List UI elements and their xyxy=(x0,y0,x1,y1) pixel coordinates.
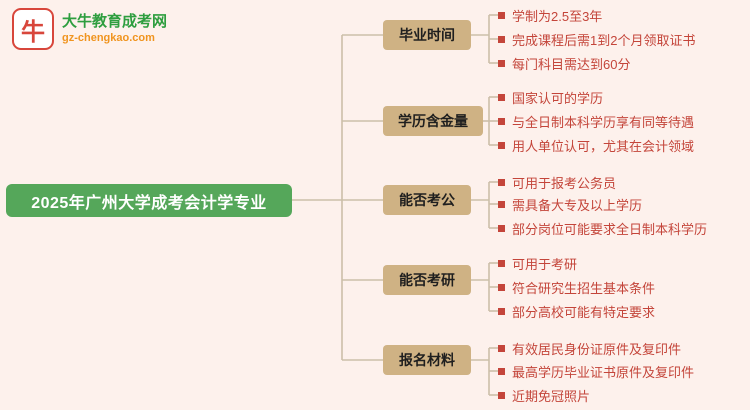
leaf-text: 可用于考研 xyxy=(512,256,578,272)
leaf-item: 需具备大专及以上学历 xyxy=(498,194,642,214)
leaf-item: 近期免冠照片 xyxy=(498,385,590,405)
leaf-text: 有效居民身份证原件及复印件 xyxy=(512,341,682,357)
branch-node-civil-service: 能否考公 xyxy=(383,185,471,215)
bullet-square-icon xyxy=(498,259,505,267)
bullet-square-icon xyxy=(498,117,505,125)
bullet-square-icon xyxy=(498,307,505,315)
leaf-text: 近期免冠照片 xyxy=(512,388,591,404)
bullet-square-icon xyxy=(498,200,505,208)
branch-node-postgraduate: 能否考研 xyxy=(383,265,471,295)
site-logo: 牛 大牛教育成考网 gz-chengkao.com xyxy=(12,8,167,50)
leaf-item: 部分高校可能有特定要求 xyxy=(498,301,655,321)
bullet-square-icon xyxy=(498,11,505,19)
leaf-item: 学制为2.5至3年 xyxy=(498,5,602,25)
bull-icon: 牛 xyxy=(12,8,54,50)
bullet-square-icon xyxy=(498,141,505,149)
bullet-square-icon xyxy=(498,178,505,186)
leaf-item: 完成课程后需1到2个月领取证书 xyxy=(498,29,695,49)
leaf-item: 可用于报考公务员 xyxy=(498,172,616,192)
bullet-square-icon xyxy=(498,391,505,399)
leaf-item: 每门科目需达到60分 xyxy=(498,53,630,73)
leaf-text: 符合研究生招生基本条件 xyxy=(512,280,656,296)
bullet-square-icon xyxy=(498,35,505,43)
leaf-text: 用人单位认可，尤其在会计领域 xyxy=(512,138,695,154)
leaf-item: 符合研究生招生基本条件 xyxy=(498,277,655,297)
root-node-title: 2025年广州大学成考会计学专业 xyxy=(6,184,292,217)
bullet-square-icon xyxy=(498,344,505,352)
leaf-text: 国家认可的学历 xyxy=(512,90,604,106)
site-name: 大牛教育成考网 xyxy=(62,13,168,30)
bullet-square-icon xyxy=(498,283,505,291)
branch-node-graduation-time: 毕业时间 xyxy=(383,20,471,50)
leaf-text: 需具备大专及以上学历 xyxy=(512,197,643,213)
leaf-item: 有效居民身份证原件及复印件 xyxy=(498,338,681,358)
leaf-text: 与全日制本科学历享有同等待遇 xyxy=(512,114,695,130)
site-logo-text: 大牛教育成考网 gz-chengkao.com xyxy=(62,12,167,46)
leaf-text: 部分高校可能有特定要求 xyxy=(512,304,656,320)
bullet-square-icon xyxy=(498,93,505,101)
site-domain: gz-chengkao.com xyxy=(62,32,155,44)
leaf-text: 最高学历毕业证书原件及复印件 xyxy=(512,364,695,380)
leaf-item: 与全日制本科学历享有同等待遇 xyxy=(498,111,694,131)
leaf-item: 国家认可的学历 xyxy=(498,87,603,107)
leaf-item: 部分岗位可能要求全日制本科学历 xyxy=(498,218,707,238)
branch-node-application-materials: 报名材料 xyxy=(383,345,471,375)
leaf-text: 可用于报考公务员 xyxy=(512,175,617,191)
leaf-item: 可用于考研 xyxy=(498,253,577,273)
leaf-text: 完成课程后需1到2个月领取证书 xyxy=(512,32,696,48)
bullet-square-icon xyxy=(498,59,505,67)
leaf-text: 部分岗位可能要求全日制本科学历 xyxy=(512,221,708,237)
leaf-item: 用人单位认可，尤其在会计领域 xyxy=(498,135,694,155)
leaf-item: 最高学历毕业证书原件及复印件 xyxy=(498,361,694,381)
bullet-square-icon xyxy=(498,224,505,232)
branch-node-degree-value: 学历含金量 xyxy=(383,106,483,136)
leaf-text: 学制为2.5至3年 xyxy=(512,8,603,24)
bullet-square-icon xyxy=(498,367,505,375)
leaf-text: 每门科目需达到60分 xyxy=(512,56,631,72)
bull-icon-glyph: 牛 xyxy=(21,18,45,46)
